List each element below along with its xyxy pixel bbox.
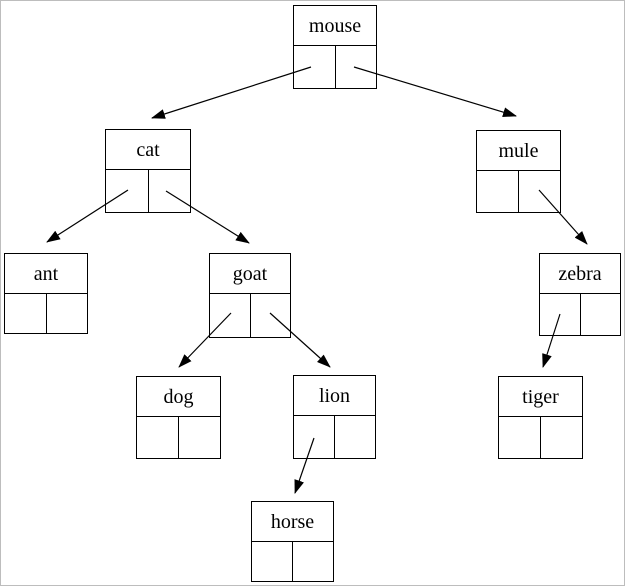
edge-mouse-left-to-cat-arrow	[151, 66, 312, 119]
pointer-cells	[106, 170, 190, 212]
node-label: mule	[477, 131, 560, 171]
tree-node-ant: ant	[4, 253, 88, 334]
node-label: goat	[210, 254, 290, 294]
tree-node-goat: goat	[209, 253, 291, 338]
right-pointer-cell	[336, 46, 377, 88]
tree-node-zebra: zebra	[539, 253, 621, 336]
node-label: zebra	[540, 254, 620, 294]
tree-node-tiger: tiger	[498, 376, 583, 459]
tree-node-mouse: mouse	[293, 5, 377, 89]
pointer-cells	[252, 542, 333, 581]
node-label: ant	[5, 254, 87, 294]
left-pointer-cell	[294, 46, 336, 88]
pointer-cells	[477, 171, 560, 212]
node-label: horse	[252, 502, 333, 542]
right-pointer-cell	[179, 417, 220, 458]
right-pointer-cell	[335, 416, 375, 458]
pointer-cells	[499, 417, 582, 458]
left-pointer-cell	[294, 416, 335, 458]
edge-mouse-right-to-mule-arrow	[353, 66, 517, 118]
node-label: lion	[294, 376, 375, 416]
pointer-cells	[137, 417, 220, 458]
pointer-cells	[294, 46, 376, 88]
left-pointer-cell	[252, 542, 293, 581]
right-pointer-cell	[581, 294, 621, 335]
left-pointer-cell	[137, 417, 179, 458]
pointer-cells	[294, 416, 375, 458]
pointer-cells	[540, 294, 620, 335]
pointer-cells	[210, 294, 290, 337]
left-pointer-cell	[5, 294, 47, 333]
left-pointer-cell	[540, 294, 581, 335]
right-pointer-cell	[541, 417, 582, 458]
node-label: cat	[106, 130, 190, 170]
node-label: tiger	[499, 377, 582, 417]
left-pointer-cell	[210, 294, 251, 337]
node-label: dog	[137, 377, 220, 417]
right-pointer-cell	[251, 294, 291, 337]
left-pointer-cell	[106, 170, 149, 212]
right-pointer-cell	[293, 542, 333, 581]
left-pointer-cell	[499, 417, 541, 458]
pointer-cells	[5, 294, 87, 333]
tree-node-mule: mule	[476, 130, 561, 213]
right-pointer-cell	[149, 170, 191, 212]
node-label: mouse	[294, 6, 376, 46]
tree-node-dog: dog	[136, 376, 221, 459]
tree-node-cat: cat	[105, 129, 191, 213]
tree-node-lion: lion	[293, 375, 376, 459]
tree-node-horse: horse	[251, 501, 334, 582]
right-pointer-cell	[519, 171, 560, 212]
right-pointer-cell	[47, 294, 88, 333]
left-pointer-cell	[477, 171, 519, 212]
